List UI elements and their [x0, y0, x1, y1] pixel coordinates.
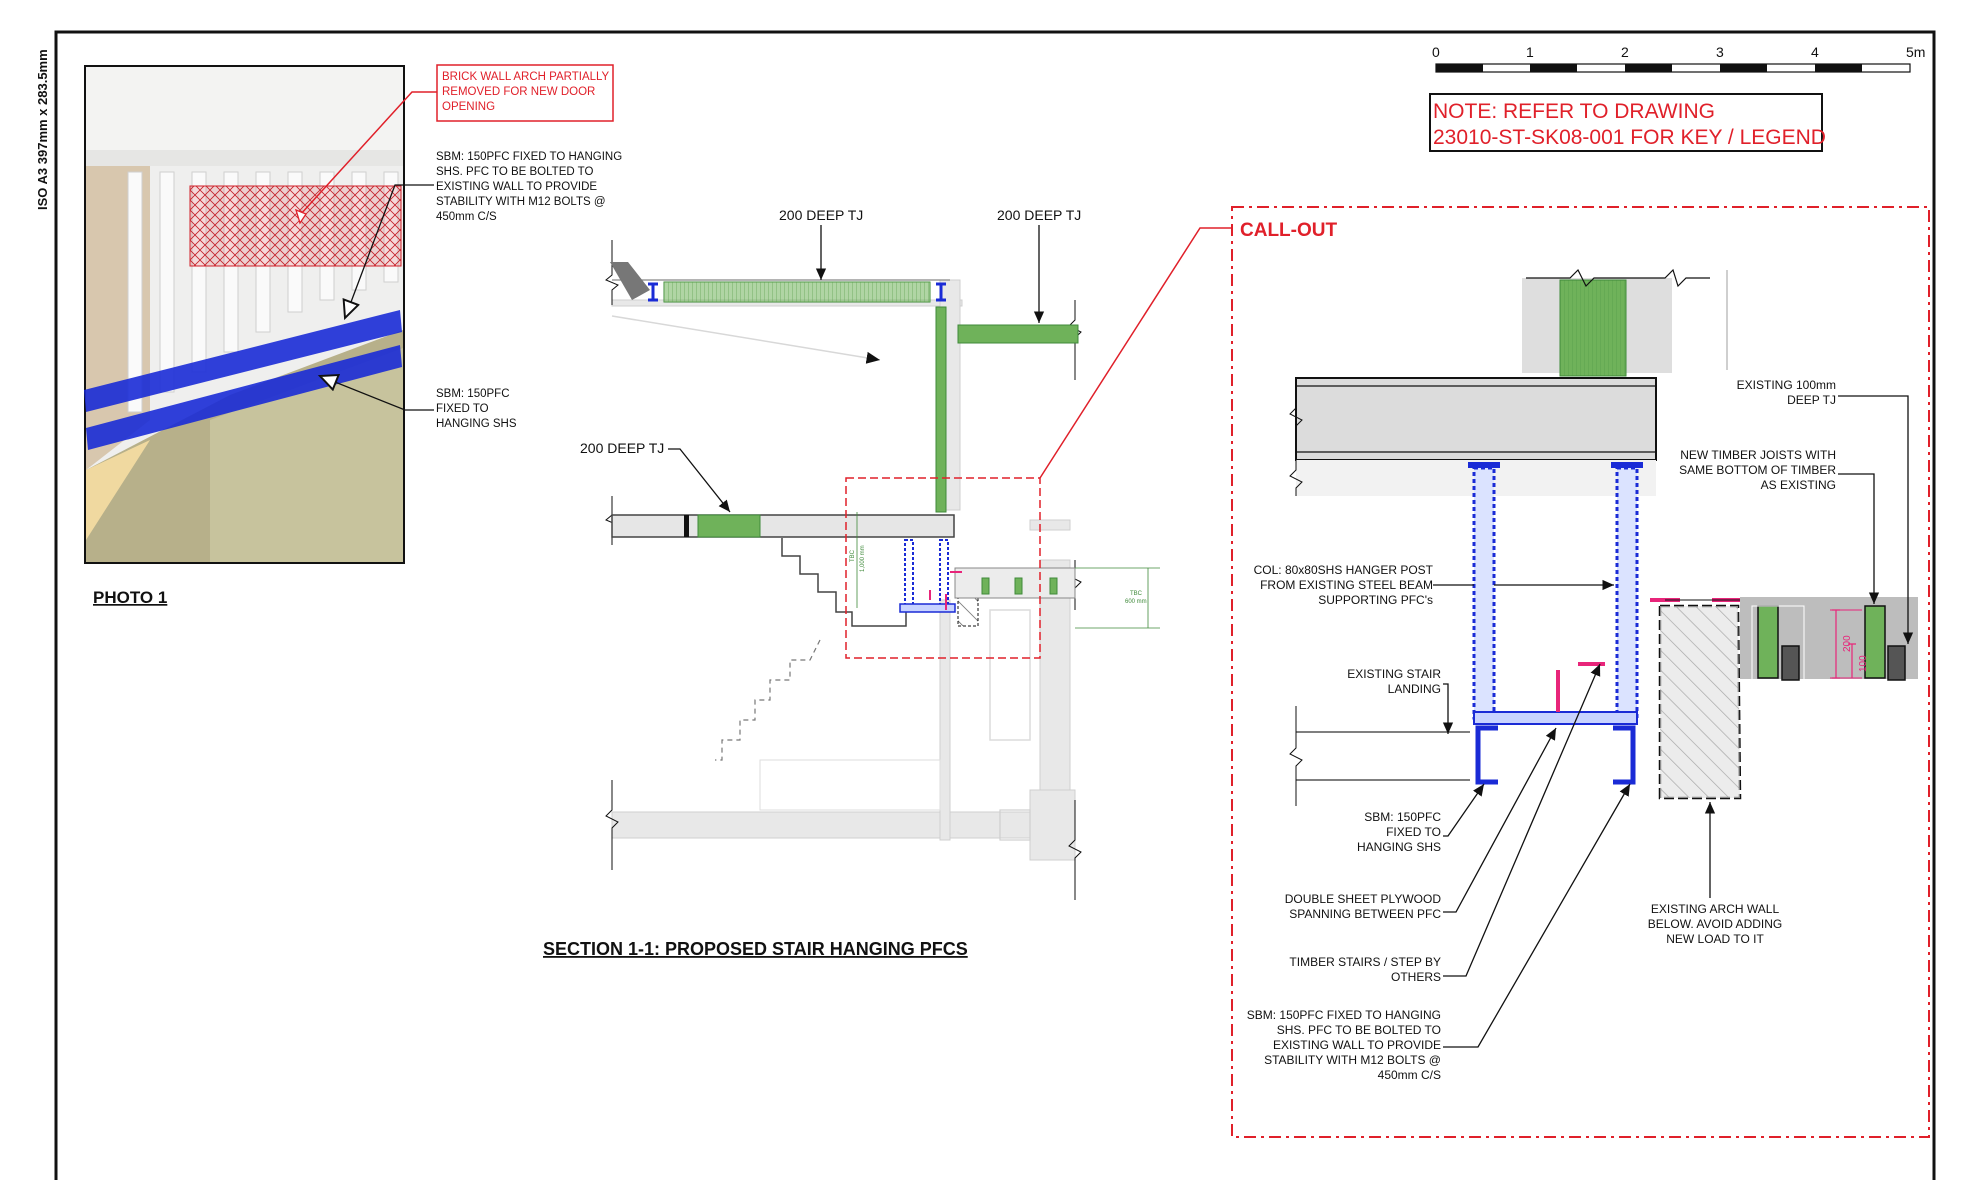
- svg-text:COL: 80x80SHS HANGER POST: COL: 80x80SHS HANGER POST: [1254, 563, 1434, 577]
- svg-text:DOUBLE SHEET PLYWOOD: DOUBLE SHEET PLYWOOD: [1285, 892, 1442, 906]
- svg-text:OTHERS: OTHERS: [1391, 970, 1441, 984]
- section-dim-tbc-2: TBC: [1130, 591, 1143, 597]
- photo-red-leader: [299, 91, 437, 216]
- photo-red-callout-text: BRICK WALL ARCH PARTIALLY REMOVED FOR NE…: [442, 71, 610, 113]
- svg-text:450mm C/S: 450mm C/S: [1378, 1068, 1441, 1082]
- section-drawing: [605, 240, 1160, 900]
- svg-text:BRICK WALL ARCH PARTIALLY: BRICK WALL ARCH PARTIALLY: [442, 71, 610, 83]
- label-new-joists: NEW TIMBER JOISTS WITH SAME BOTTOM OF TI…: [1679, 448, 1836, 492]
- svg-text:DEEP TJ: DEEP TJ: [1787, 393, 1836, 407]
- svg-text:EXISTING STAIR: EXISTING STAIR: [1347, 667, 1441, 681]
- section-label-tj-top-left: 200 DEEP TJ: [779, 207, 863, 223]
- label-hanger-col: COL: 80x80SHS HANGER POST FROM EXISTING …: [1254, 563, 1434, 607]
- section-title: SECTION 1-1: PROPOSED STAIR HANGING PFCS: [543, 939, 968, 959]
- svg-text:SPANNING BETWEEN PFC: SPANNING BETWEEN PFC: [1289, 907, 1441, 921]
- svg-text:FIXED TO: FIXED TO: [436, 403, 489, 415]
- svg-text:REMOVED FOR NEW DOOR: REMOVED FOR NEW DOOR: [442, 86, 595, 98]
- pfc-beam-lower: [86, 345, 402, 450]
- section-dim-600: 600 mm: [1125, 599, 1147, 605]
- photo-sbm-bolted-leader: [345, 184, 434, 318]
- svg-text:SBM: 150PFC: SBM: 150PFC: [436, 388, 510, 400]
- svg-text:SHS. PFC TO BE BOLTED TO: SHS. PFC TO BE BOLTED TO: [1277, 1023, 1441, 1037]
- svg-text:HANGING SHS: HANGING SHS: [436, 418, 517, 430]
- svg-text:FROM EXISTING STEEL BEAM: FROM EXISTING STEEL BEAM: [1260, 578, 1433, 592]
- svg-text:FIXED TO: FIXED TO: [1386, 825, 1441, 839]
- svg-text:SBM: 150PFC: SBM: 150PFC: [1364, 810, 1441, 824]
- note-line-1: NOTE: REFER TO DRAWING: [1433, 100, 1715, 123]
- scale-tick-0: 0: [1432, 44, 1440, 60]
- photo-sbm-fixed-leader: [320, 376, 434, 411]
- svg-text:SBM: 150PFC FIXED TO HANGING: SBM: 150PFC FIXED TO HANGING: [1247, 1008, 1441, 1022]
- svg-text:NEW LOAD TO IT: NEW LOAD TO IT: [1666, 932, 1764, 946]
- scale-tick-3: 3: [1716, 44, 1724, 60]
- photo-title: PHOTO 1: [93, 588, 167, 607]
- svg-text:SAME BOTTOM OF TIMBER: SAME BOTTOM OF TIMBER: [1679, 463, 1836, 477]
- svg-text:EXISTING 100mm: EXISTING 100mm: [1737, 378, 1836, 392]
- section-label-tj-mid: 200 DEEP TJ: [580, 440, 664, 456]
- photo-red-callout-box: [436, 64, 614, 122]
- label-sbm-bolted: SBM: 150PFC FIXED TO HANGING SHS. PFC TO…: [1247, 1008, 1441, 1082]
- sheet-size-label: ISO A3 397mm x 283.5mm: [35, 49, 50, 210]
- section-dim-1000: 1,000 mm: [860, 545, 866, 572]
- section-dim-tbc-1: TBC: [850, 549, 856, 562]
- scale-tick-4: 4: [1811, 44, 1819, 60]
- scale-tick-1: 1: [1526, 44, 1534, 60]
- label-timber-stairs: TIMBER STAIRS / STEP BY OTHERS: [1289, 955, 1441, 984]
- svg-text:SUPPORTING PFC's: SUPPORTING PFC's: [1318, 593, 1433, 607]
- svg-text:SHS. PFC TO BE BOLTED TO: SHS. PFC TO BE BOLTED TO: [436, 166, 593, 178]
- photo-1: [84, 65, 405, 564]
- svg-text:EXISTING ARCH WALL: EXISTING ARCH WALL: [1651, 902, 1780, 916]
- svg-text:SBM: 150PFC FIXED TO HANGING: SBM: 150PFC FIXED TO HANGING: [436, 151, 622, 163]
- scale-tick-2: 2: [1621, 44, 1629, 60]
- svg-text:STABILITY WITH M12 BOLTS @: STABILITY WITH M12 BOLTS @: [1264, 1053, 1441, 1067]
- svg-text:BELOW. AVOID ADDING: BELOW. AVOID ADDING: [1648, 917, 1782, 931]
- svg-text:EXISTING WALL TO PROVIDE: EXISTING WALL TO PROVIDE: [436, 181, 597, 193]
- svg-text:LANDING: LANDING: [1388, 682, 1441, 696]
- note-box: [1429, 93, 1823, 152]
- svg-text:TIMBER STAIRS / STEP BY: TIMBER STAIRS / STEP BY: [1289, 955, 1441, 969]
- callout-drawing: [1289, 268, 1918, 806]
- label-stair-landing: EXISTING STAIR LANDING: [1347, 667, 1441, 696]
- svg-text:AS EXISTING: AS EXISTING: [1761, 478, 1836, 492]
- section-detail-box: [845, 477, 1041, 659]
- callout-title: CALL-OUT: [1240, 220, 1337, 241]
- photo-sbm-bolted-text: SBM: 150PFC FIXED TO HANGING SHS. PFC TO…: [436, 151, 622, 223]
- svg-text:NEW TIMBER JOISTS WITH: NEW TIMBER JOISTS WITH: [1680, 448, 1836, 462]
- callout-dim-100: 100: [1858, 655, 1869, 672]
- scale-bar: [1435, 63, 1911, 73]
- scale-end-label: 5m: [1906, 44, 1925, 60]
- label-plywood: DOUBLE SHEET PLYWOOD SPANNING BETWEEN PF…: [1285, 892, 1442, 921]
- photo-sbm-fixed-text: SBM: 150PFC FIXED TO HANGING SHS: [436, 388, 517, 430]
- svg-text:EXISTING WALL TO PROVIDE: EXISTING WALL TO PROVIDE: [1273, 1038, 1441, 1052]
- svg-text:OPENING: OPENING: [442, 101, 495, 113]
- sheet-border: [54, 30, 1936, 1180]
- removed-wall-hatch: [189, 185, 402, 267]
- note-line-2: 23010-ST-SK08-001 FOR KEY / LEGEND: [1433, 126, 1826, 149]
- pfc-beam-upper: [84, 310, 402, 412]
- label-sbm-fixed: SBM: 150PFC FIXED TO HANGING SHS: [1357, 810, 1441, 854]
- svg-text:HANGING SHS: HANGING SHS: [1357, 840, 1441, 854]
- callout-leader-line: [1039, 227, 1232, 479]
- section-label-tj-top-right: 200 DEEP TJ: [997, 207, 1081, 223]
- svg-text:450mm C/S: 450mm C/S: [436, 211, 497, 223]
- svg-text:STABILITY WITH M12 BOLTS @: STABILITY WITH M12 BOLTS @: [436, 196, 606, 208]
- label-arch-wall: EXISTING ARCH WALL BELOW. AVOID ADDING N…: [1648, 902, 1782, 946]
- callout-frame: [1231, 206, 1930, 1138]
- callout-dim-200: 200: [1842, 635, 1853, 652]
- label-existing-tj: EXISTING 100mm DEEP TJ: [1737, 378, 1836, 407]
